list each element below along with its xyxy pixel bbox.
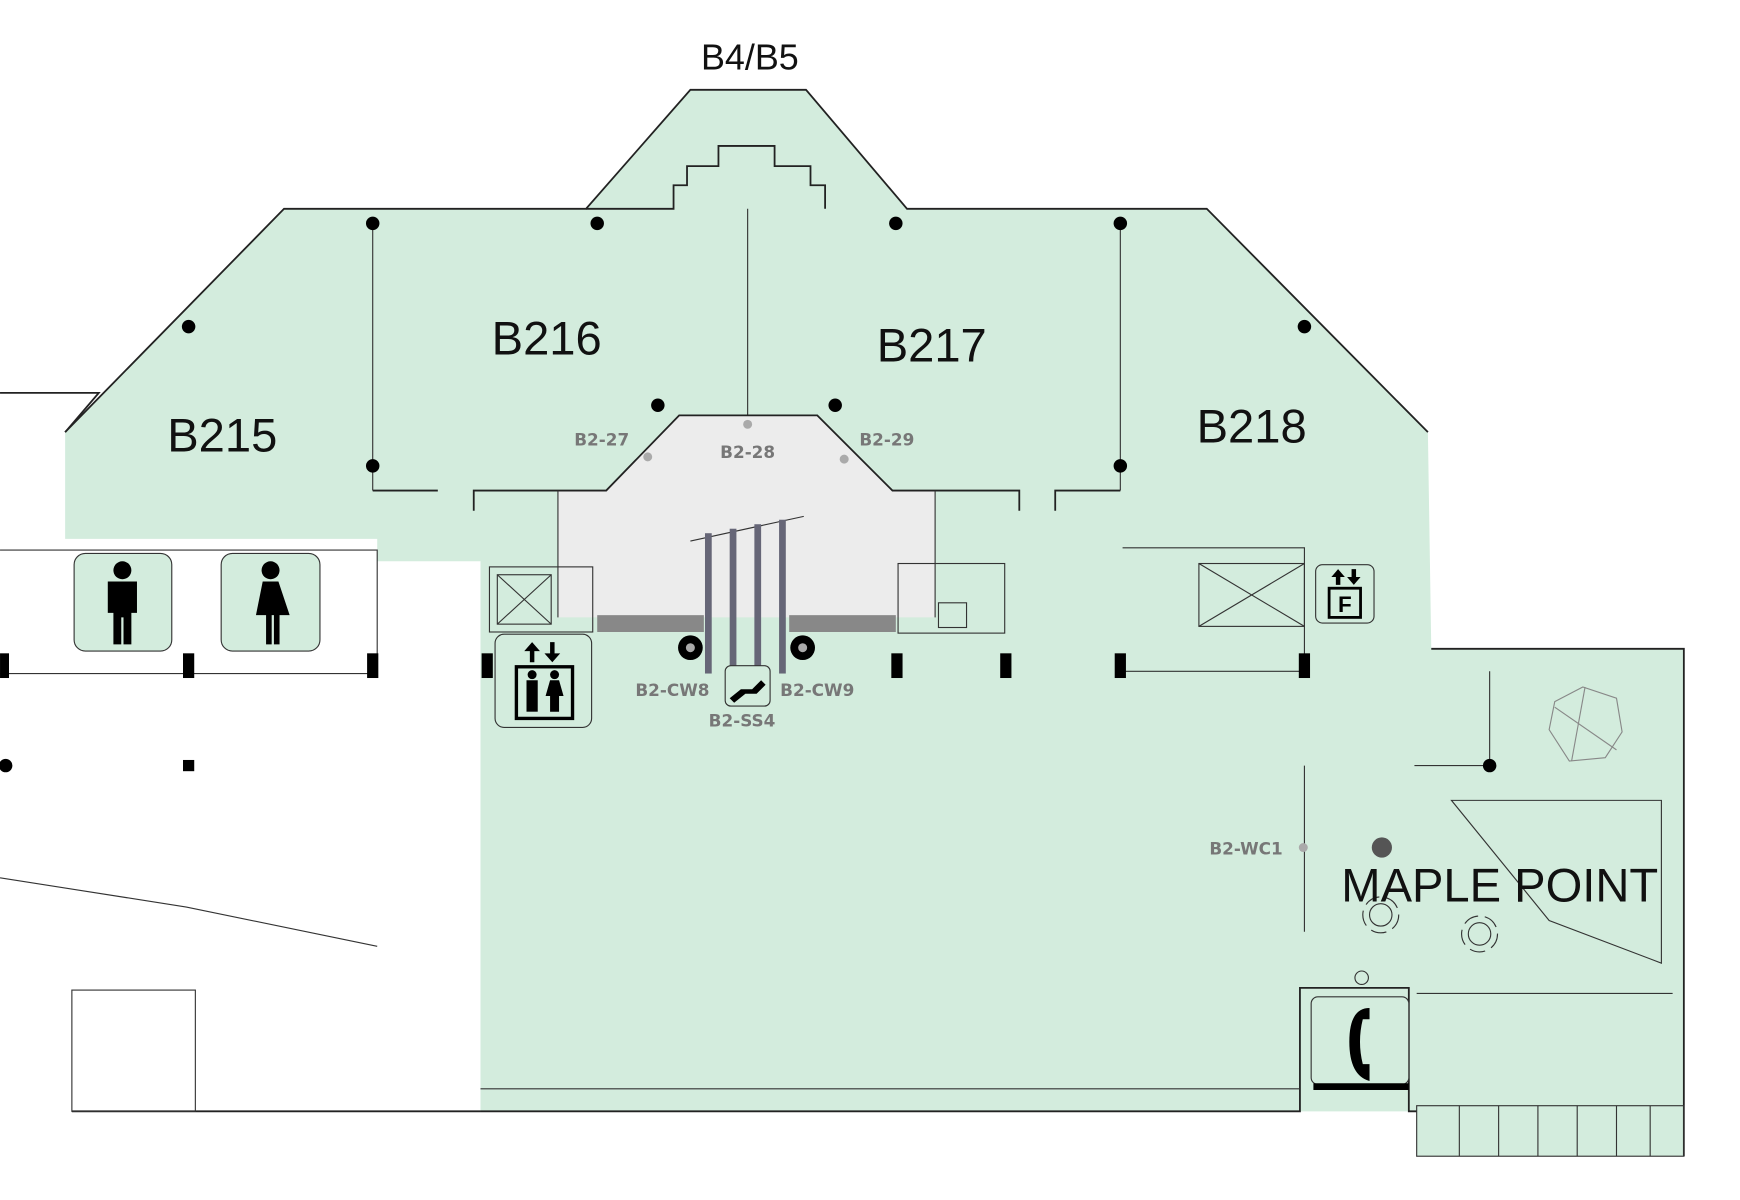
point-label-b2-ss4: B2-SS4 <box>709 710 776 730</box>
telephone-icon[interactable] <box>1310 996 1410 1090</box>
elevator-icon[interactable] <box>494 633 593 728</box>
point-label-b2-28: B2-28 <box>720 442 775 462</box>
point-label-b2-27: B2-27 <box>574 430 629 450</box>
room-label-maple-point: MAPLE POINT <box>1341 858 1658 911</box>
atrium <box>557 415 936 618</box>
point-label-b2-29: B2-29 <box>859 430 914 450</box>
point-label-b2-cw8: B2-CW8 <box>635 680 709 700</box>
point-label-b2-wc1: B2-WC1 <box>1209 838 1282 858</box>
room-label-b218: B218 <box>1197 399 1307 452</box>
columns <box>0 216 1497 773</box>
freight-letter: F <box>1338 592 1352 617</box>
room-label-b216: B216 <box>492 312 602 365</box>
mens-restroom-icon[interactable] <box>73 552 173 652</box>
freight-elevator-icon[interactable]: F <box>1315 564 1375 624</box>
walls <box>0 88 1685 1157</box>
stairs <box>897 562 1006 634</box>
escalator-icon[interactable] <box>724 665 771 707</box>
room-label-b217: B217 <box>877 318 987 371</box>
room-label-b4-b5: B4/B5 <box>701 37 799 78</box>
point-markers <box>643 419 1308 853</box>
table-icon <box>1354 837 1499 986</box>
escalator <box>597 515 896 674</box>
plant-icon <box>1548 686 1623 762</box>
room-label-b215: B215 <box>167 408 277 461</box>
womens-restroom-icon[interactable] <box>220 552 321 652</box>
point-label-b2-cw9: B2-CW9 <box>780 680 854 700</box>
elevator-shaft <box>488 562 1305 633</box>
